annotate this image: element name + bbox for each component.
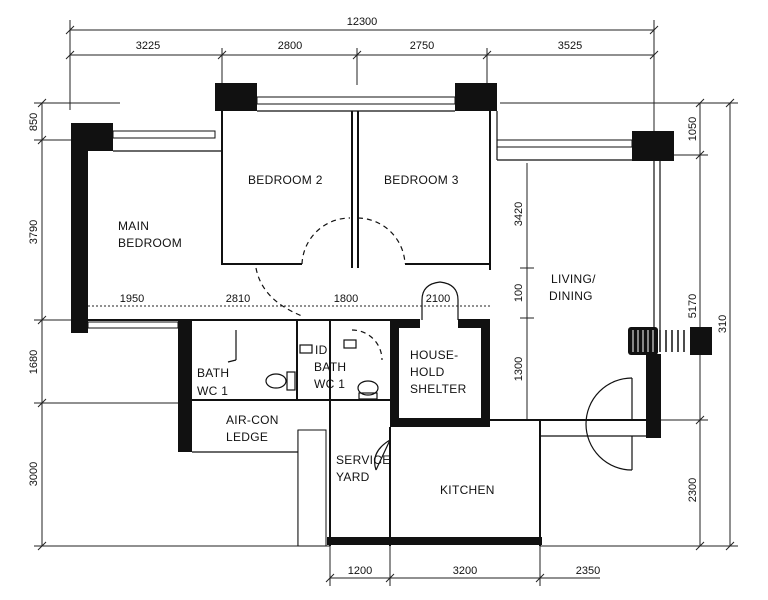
dim-inner-1: 1950 [120, 293, 144, 305]
dim-top-1: 3225 [136, 40, 160, 52]
dimension-lines [34, 20, 738, 586]
dim-bottom-3: 2350 [576, 565, 600, 577]
dim-right-2: 5170 [687, 294, 699, 318]
partitions [87, 96, 661, 547]
room-bath-2-line2: BATH [314, 360, 346, 374]
dim-living-2: 100 [513, 284, 525, 302]
room-bath-2-line3: WC 1 [314, 377, 345, 391]
room-main-bedroom-line2: BEDROOM [118, 236, 182, 250]
dim-left-1: 850 [28, 113, 40, 131]
door-swings [255, 217, 633, 471]
walls [71, 83, 674, 545]
dim-right-total: 310 [717, 315, 729, 333]
room-bedroom-2: BEDROOM 2 [248, 173, 323, 187]
dim-bottom-2: 3200 [453, 565, 477, 577]
dim-inner-4: 2100 [426, 293, 450, 305]
room-aircon-line2: LEDGE [226, 430, 268, 444]
dim-right-3: 2300 [687, 478, 699, 502]
room-shelter-line1: HOUSE- [410, 348, 458, 362]
fixtures [227, 330, 379, 400]
room-main-bedroom-line1: MAIN [118, 219, 149, 233]
room-bedroom-3: BEDROOM 3 [384, 173, 459, 187]
dim-right-1: 1050 [687, 117, 699, 141]
dim-top-total: 12300 [347, 16, 378, 28]
dim-left-2: 3790 [28, 220, 40, 244]
entrance-gate-icon [628, 327, 712, 355]
dim-inner-2: 2810 [226, 293, 250, 305]
dim-left-3: 1680 [28, 350, 40, 374]
dim-top-4: 3525 [558, 40, 582, 52]
dim-inner-3: 1800 [334, 293, 358, 305]
dim-living-3: 1300 [513, 357, 525, 381]
room-shelter-line2: HOLD [410, 365, 445, 379]
dimension-labels: 12300 3225 2800 2750 3525 1200 3200 2350… [28, 16, 729, 577]
room-bath-2-line1: ID [315, 343, 328, 357]
room-kitchen: KITCHEN [440, 483, 495, 497]
dim-living-1: 3420 [513, 202, 525, 226]
dim-top-3: 2750 [410, 40, 434, 52]
dim-left-4: 3000 [28, 462, 40, 486]
shelter-door-gap [420, 319, 458, 328]
dim-top-2: 2800 [278, 40, 302, 52]
room-shelter-line3: SHELTER [410, 382, 467, 396]
room-labels: MAIN BEDROOM BEDROOM 2 BEDROOM 3 LIVING/… [118, 173, 596, 497]
room-living-line1: LIVING/ [551, 272, 596, 286]
room-yard-line2: YARD [336, 470, 370, 484]
room-yard-line1: SERVICE [336, 453, 391, 467]
room-bath-1-line1: BATH [197, 366, 229, 380]
room-living-line2: DINING [549, 289, 593, 303]
dim-bottom-1: 1200 [348, 565, 372, 577]
room-aircon-line1: AIR-CON [226, 413, 279, 427]
room-bath-1-line2: WC 1 [197, 384, 228, 398]
